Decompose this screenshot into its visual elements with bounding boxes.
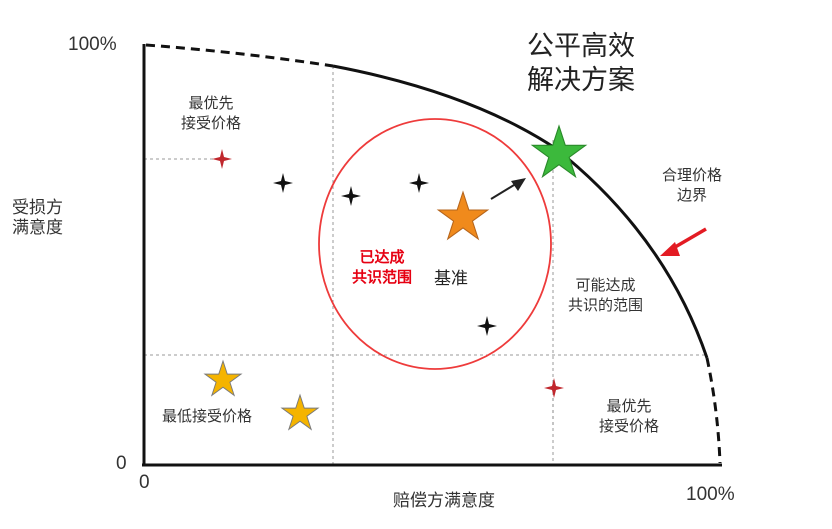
best-price-label-line: 接受价格: [599, 417, 660, 436]
y-axis-origin-label: 0: [116, 453, 127, 474]
best-price-label-line: 最优先: [188, 94, 234, 112]
x-axis-max-label: 100%: [686, 484, 735, 505]
diagram-title: 公平高效 解决方案: [527, 30, 635, 98]
best-price-label-top: 最优先 接受价格: [181, 93, 241, 134]
lowest-price-star-right: [280, 393, 320, 431]
negotiation-points: [273, 173, 497, 336]
x-axis-origin-label: 0: [139, 472, 150, 493]
boundary-curve: [332, 64, 709, 359]
best-price-label-line: 接受价格: [181, 114, 242, 133]
y-axis-max-label: 100%: [68, 34, 117, 55]
diagram-title-line: 解决方案: [527, 64, 635, 96]
lowest-price-label: 最低接受价格: [162, 407, 253, 425]
baseline-label: 基准: [434, 269, 468, 289]
boundary-dashed-top: [145, 43, 334, 68]
y-axis-label-line: 受损方: [12, 198, 63, 218]
negotiation-point: [273, 173, 293, 193]
possible-consensus-label-line: 共识的范围: [568, 296, 644, 315]
boundary-label-line: 边界: [677, 186, 708, 205]
diagram-title-line: 公平高效: [527, 31, 635, 62]
lowest-price-star-left: [203, 359, 243, 397]
possible-consensus-label: 可能达成 共识的范围: [568, 275, 643, 316]
y-axis-label: 受损方 满意度: [12, 198, 63, 239]
reached-consensus-label: 已达成 共识范围: [352, 247, 412, 288]
x-axis-label: 赔偿方满意度: [393, 491, 495, 511]
boundary-dashed-bottom: [705, 357, 722, 464]
best-price-marker-bottom: [544, 378, 564, 398]
reached-consensus-label-line: 共识范围: [352, 268, 413, 287]
baseline-star: [436, 190, 490, 241]
y-axis-label-line: 满意度: [12, 218, 63, 239]
reached-consensus-label-line: 已达成: [359, 248, 405, 266]
possible-consensus-label-line: 可能达成: [575, 276, 636, 294]
negotiation-point: [341, 186, 361, 206]
boundary-label: 合理价格 边界: [662, 165, 722, 206]
move-arrow-head: [511, 178, 526, 191]
best-price-marker-top: [212, 149, 232, 169]
boundary-pointer-arrow-head: [660, 242, 680, 256]
negotiation-point: [477, 316, 497, 336]
reached-consensus-circle: [318, 118, 552, 370]
best-price-label-bottom: 最优先 接受价格: [599, 396, 659, 437]
fair-solution-star: [530, 124, 588, 179]
best-price-label-line: 最优先: [606, 397, 652, 415]
boundary-label-line: 合理价格: [662, 166, 723, 184]
negotiation-point: [409, 173, 429, 193]
